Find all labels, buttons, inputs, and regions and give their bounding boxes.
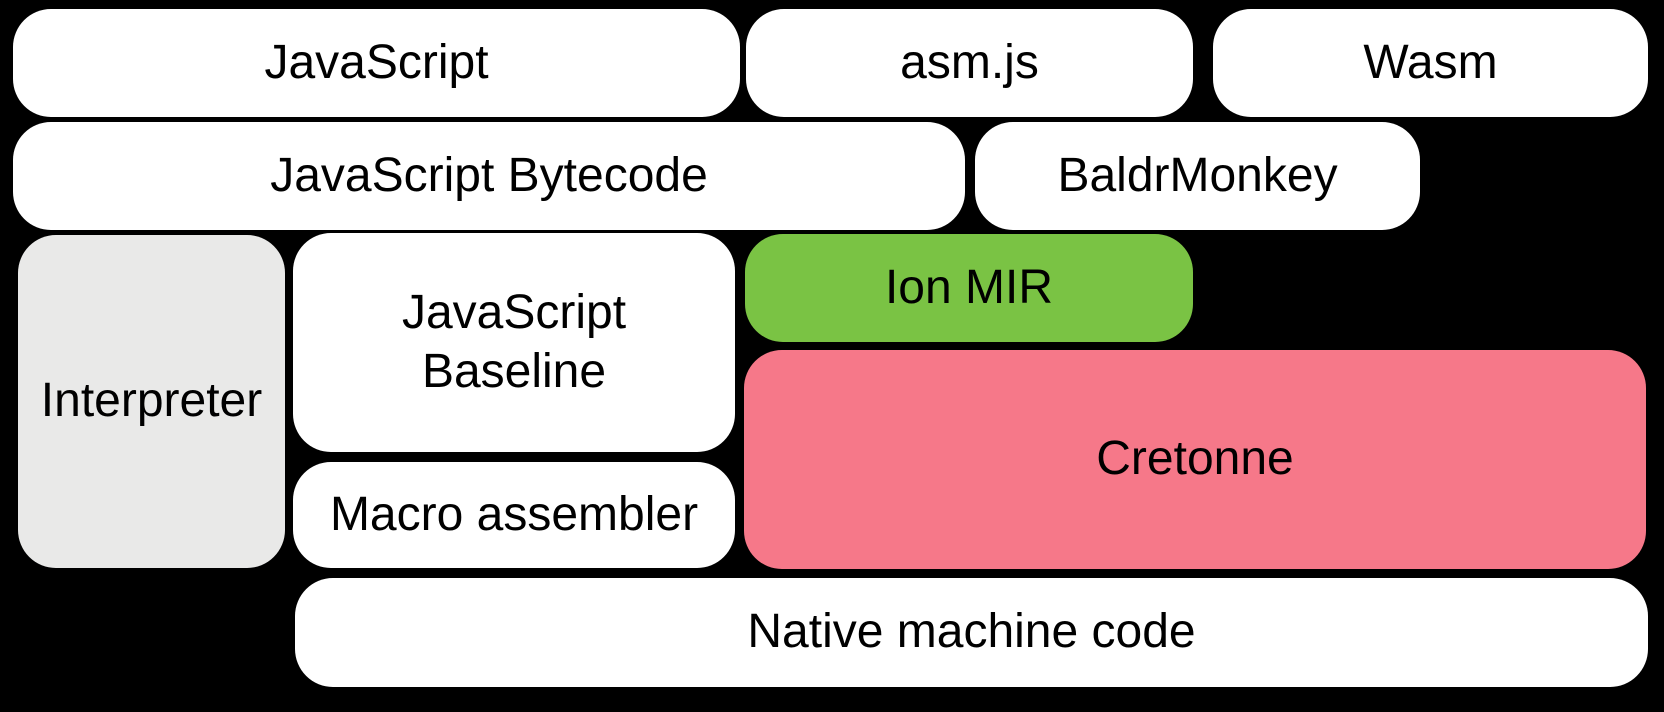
box-macro-assembler-label: Macro assembler xyxy=(329,487,699,541)
box-ion-mir-label: Ion MIR xyxy=(884,260,1054,314)
box-asmjs-label: asm.js xyxy=(900,35,1039,89)
box-interpreter: Interpreter xyxy=(18,235,285,568)
box-javascript-baseline: JavaScript Baseline xyxy=(293,233,735,452)
box-asmjs: asm.js xyxy=(746,9,1193,117)
box-javascript-bytecode: JavaScript Bytecode xyxy=(13,122,965,230)
box-macro-assembler: Macro assembler xyxy=(293,462,735,568)
box-cretonne-label: Cretonne xyxy=(1096,432,1294,486)
box-native-machine-code-label: Native machine code xyxy=(747,605,1196,659)
box-javascript-baseline-label: JavaScript Baseline xyxy=(401,285,627,398)
box-ion-mir: Ion MIR xyxy=(745,234,1193,342)
box-javascript: JavaScript xyxy=(13,9,740,117)
box-cretonne: Cretonne xyxy=(744,350,1646,569)
box-javascript-bytecode-label: JavaScript Bytecode xyxy=(270,148,708,202)
box-baldrmonkey-label: BaldrMonkey xyxy=(1057,148,1338,202)
box-native-machine-code: Native machine code xyxy=(295,578,1648,687)
box-wasm-label: Wasm xyxy=(1363,35,1498,89)
box-wasm: Wasm xyxy=(1213,9,1648,117)
box-interpreter-label: Interpreter xyxy=(40,374,263,428)
box-baldrmonkey: BaldrMonkey xyxy=(975,122,1420,230)
box-javascript-label: JavaScript xyxy=(264,35,489,89)
